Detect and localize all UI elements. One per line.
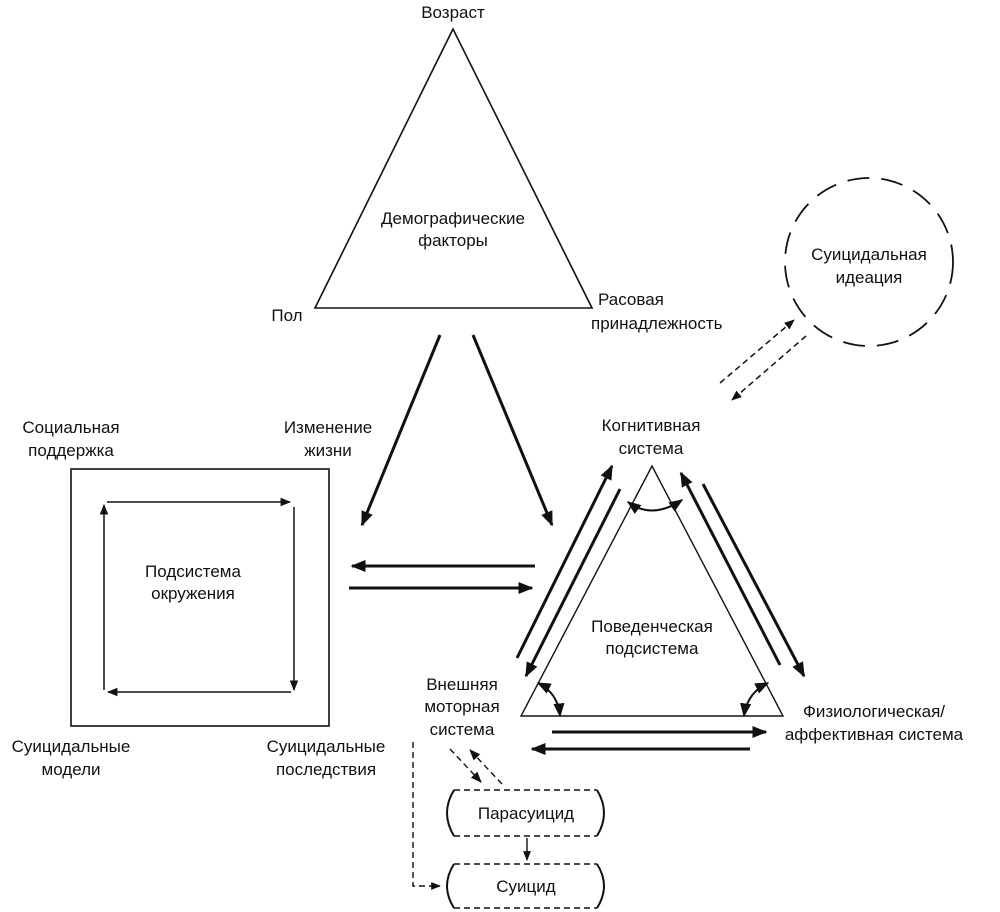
ideation-label-2: идеация: [836, 268, 903, 287]
label-social-support: Социальная: [22, 418, 119, 437]
suicide-box: Суицид: [446, 863, 605, 909]
label-suicidal-models: Суицидальные: [12, 737, 131, 756]
label-life-change: Изменение: [284, 418, 372, 437]
behavioral-triangle: [519, 464, 785, 717]
dashed-arrow-motor-to-parasuicide: [449, 748, 482, 783]
behavioral-title-2: подсистема: [606, 639, 699, 658]
environment-title: Подсистема: [145, 562, 241, 581]
demographics-right-label: Расовая: [598, 290, 664, 309]
parasuicide-box: Парасуицид: [446, 789, 605, 837]
behavioral-group: Поведенческая подсистема Когнитивная сис…: [424, 416, 964, 755]
label-suicidal-models-2: модели: [42, 760, 101, 779]
demographics-triangle: [313, 27, 594, 309]
arrow-motor-to-cognitive: [515, 464, 614, 659]
label-motor-system-3: система: [430, 720, 495, 739]
label-physio-system: Физиологическая/: [803, 702, 945, 721]
demographics-title-2: факторы: [418, 231, 488, 250]
corner-arc-top: [626, 499, 684, 515]
dashed-arrow-parasuicide-to-motor: [469, 749, 503, 785]
label-suicidal-consequences: Суицидальные: [267, 737, 386, 756]
ideation-label: Суицидальная: [811, 245, 927, 264]
label-motor-system-2: моторная: [424, 697, 499, 716]
label-life-change-2: жизни: [304, 441, 352, 460]
arrow-cognitive-to-motor: [524, 488, 622, 678]
ideation-group: Суицидальная идеация: [784, 177, 954, 347]
label-cognitive-system: Когнитивная: [602, 416, 701, 435]
corner-arc-right: [740, 682, 770, 718]
behavioral-title: Поведенческая: [591, 617, 713, 636]
outcomes-group: Парасуицид Суицид: [412, 742, 605, 909]
arrow-cognitive-to-physio: [701, 483, 806, 678]
arrow-demographics-to-behavioral: [471, 334, 554, 527]
demographics-apex-label: Возраст: [421, 3, 485, 22]
label-social-support-2: поддержка: [28, 441, 114, 460]
suicide-label: Суицид: [496, 877, 556, 896]
parasuicide-label: Парасуицид: [478, 804, 574, 823]
environment-group: Подсистема окружения Социальная поддержк…: [12, 418, 386, 779]
demographics-left-label: Пол: [271, 306, 302, 325]
dashed-arrow-to-ideation: [719, 319, 795, 384]
dashed-arrow-models-to-suicide: [412, 742, 441, 890]
environment-title-2: окружения: [151, 584, 235, 603]
label-suicidal-consequences-2: последствия: [276, 760, 376, 779]
demographics-group: Возраст Демографические факторы Пол Расо…: [271, 3, 722, 333]
environment-box: [70, 468, 330, 727]
demographics-right-label-2: принадлежность: [591, 314, 723, 333]
label-cognitive-system-2: система: [619, 439, 684, 458]
arrow-demographics-to-environment: [360, 334, 442, 527]
dashed-arrow-from-ideation: [731, 335, 807, 401]
label-motor-system: Внешняя: [426, 675, 498, 694]
ideation-circle: [784, 177, 954, 347]
arrow-physio-to-cognitive: [679, 471, 782, 666]
corner-arc-left: [536, 682, 565, 718]
demographics-title: Демографические: [381, 209, 525, 228]
label-physio-system-2: аффективная система: [785, 725, 964, 744]
